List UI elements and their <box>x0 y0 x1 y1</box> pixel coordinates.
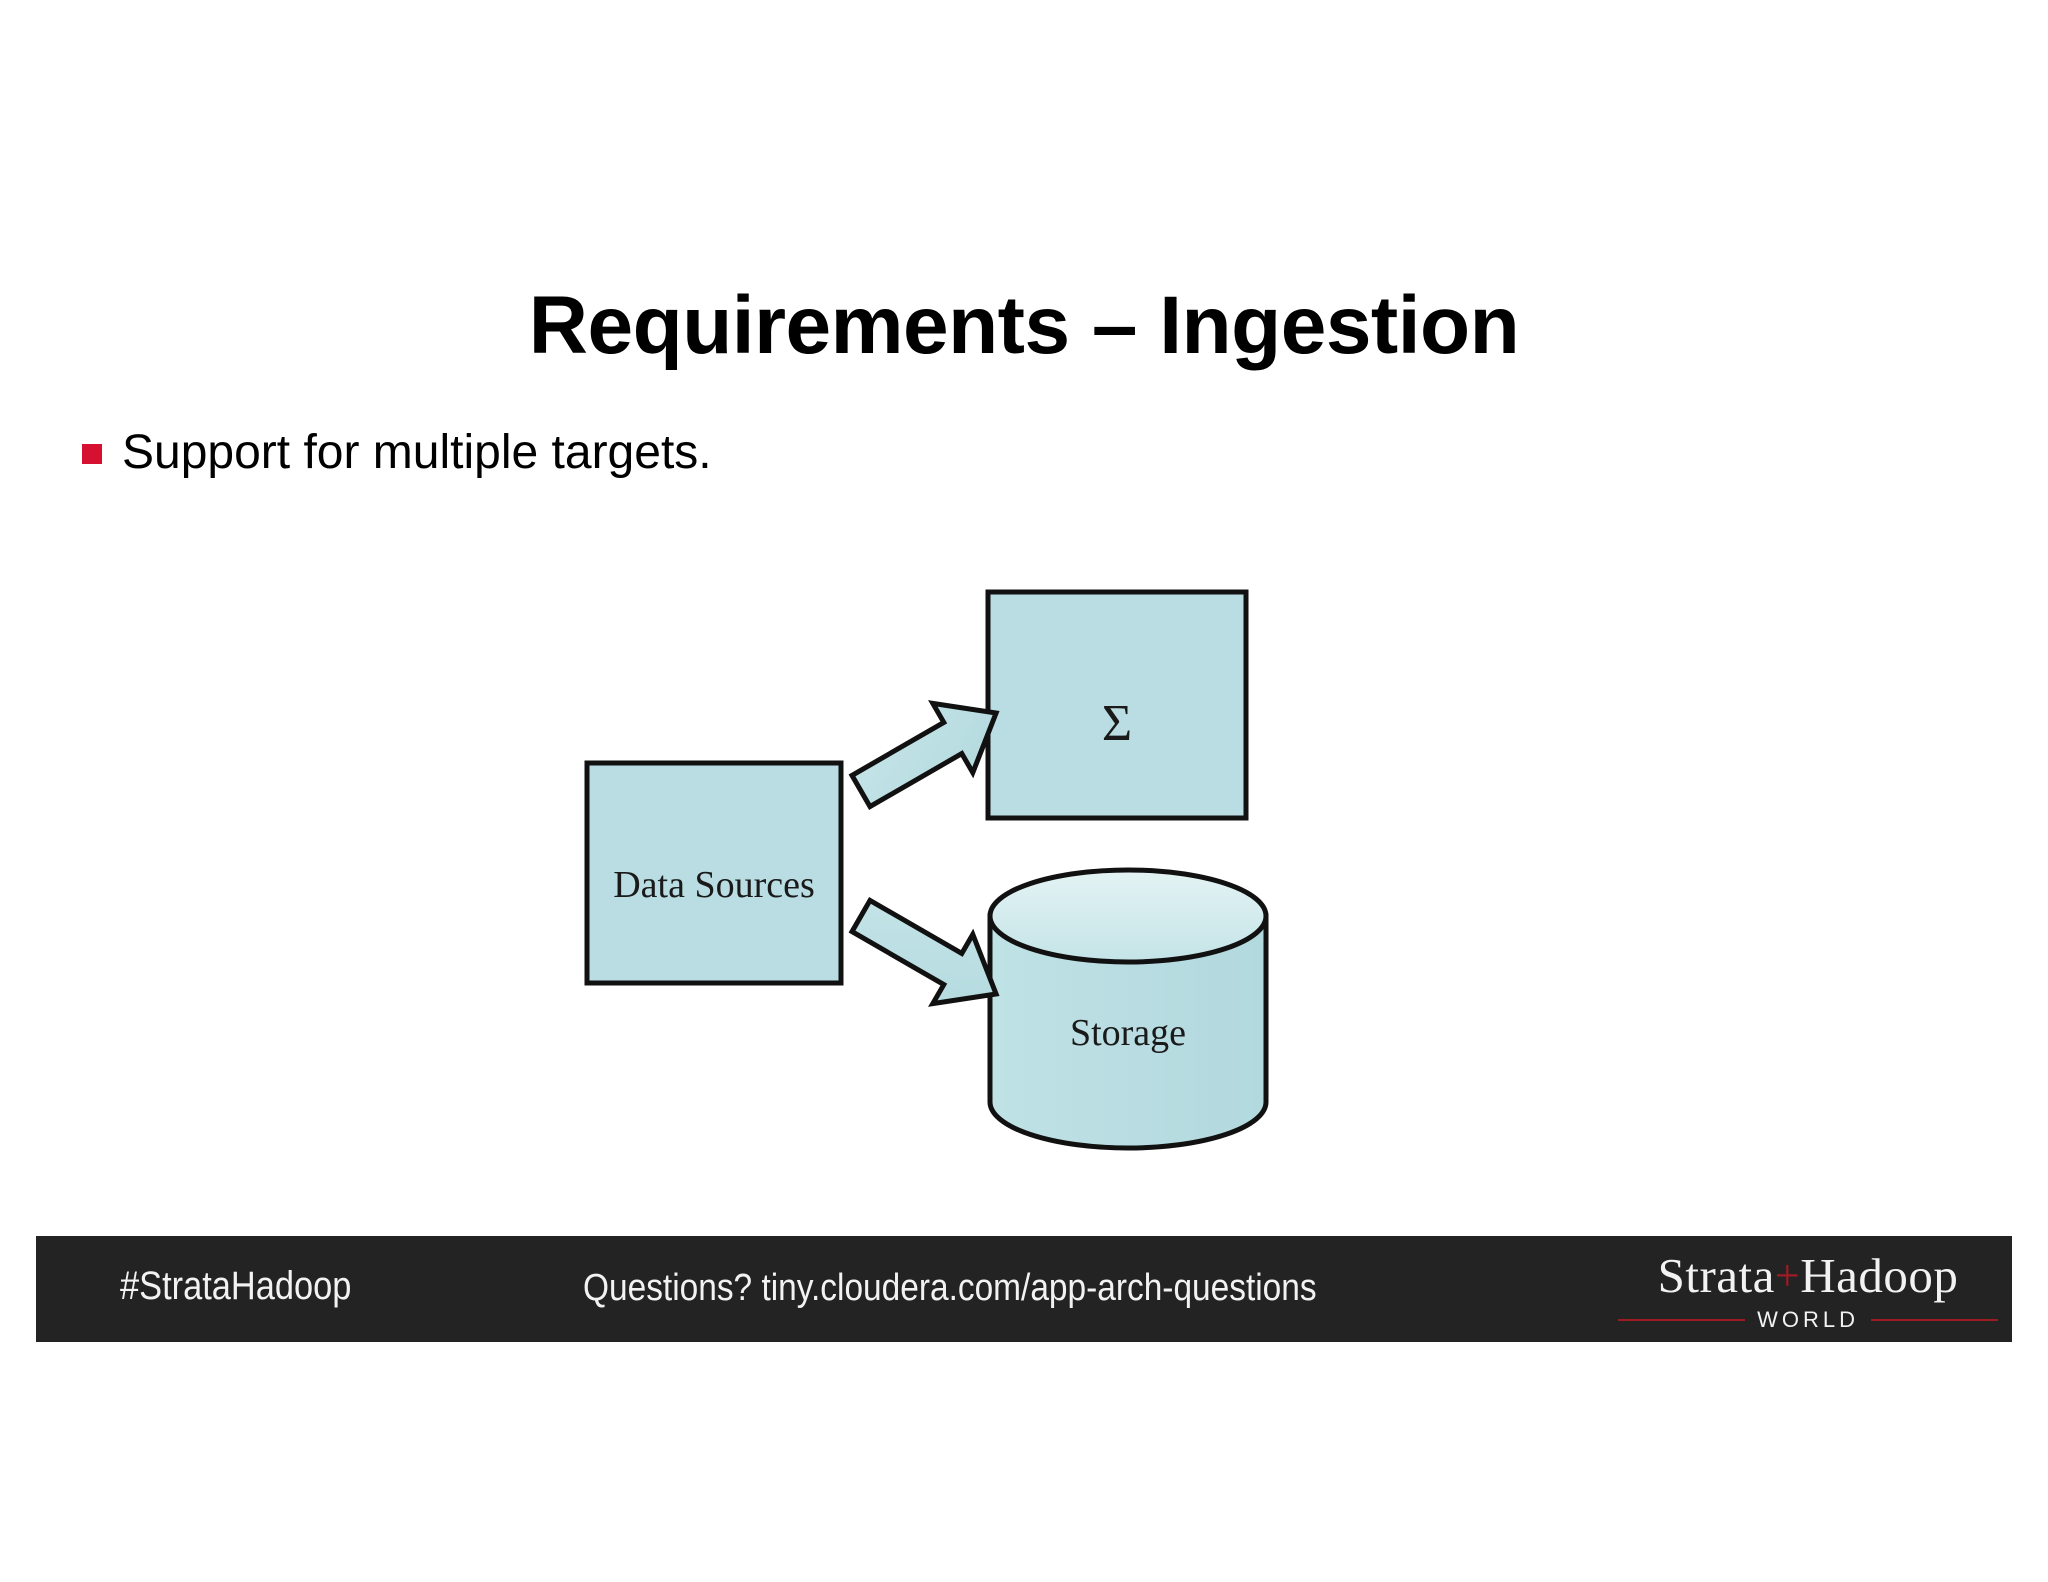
node-storage: Storage <box>987 867 1269 1151</box>
footer-questions-link[interactable]: Questions? tiny.cloudera.com/app-arch-qu… <box>583 1267 1317 1309</box>
edge-sources-to-storage <box>848 896 1000 1007</box>
logo-brand-right: Hadoop <box>1800 1248 1959 1303</box>
node-data-sources-rect <box>584 760 844 986</box>
strata-hadoop-world-logo: Strata+Hadoop WORLD <box>1618 1249 1999 1335</box>
node-storage-label: Storage <box>1070 1012 1186 1054</box>
logo-subtitle: WORLD <box>1757 1307 1859 1332</box>
logo-brand-left: Strata <box>1657 1248 1775 1303</box>
node-compute-label: Σ <box>1102 695 1132 752</box>
bullet-list-item: Support for multiple targets. <box>82 424 712 482</box>
edge-sources-to-storage-shape <box>848 896 1000 1007</box>
page-title: Requirements – Ingestion <box>528 280 1520 371</box>
node-storage-body <box>987 913 1269 1151</box>
footer-bar <box>36 1236 2012 1342</box>
logo-subtitle-row: WORLD <box>1618 1307 1999 1333</box>
bullet-text: Support for multiple targets. <box>122 426 712 479</box>
edge-sources-to-compute <box>848 700 1000 811</box>
node-storage-top <box>987 867 1269 965</box>
logo-plus-icon: + <box>1774 1251 1801 1300</box>
footer-hashtag: #StrataHadoop <box>120 1264 352 1308</box>
logo-wordmark: Strata+Hadoop <box>1618 1249 1998 1303</box>
edge-sources-to-compute-shape <box>848 700 1000 811</box>
logo-rule-left <box>1618 1319 1746 1321</box>
node-data-sources-label: Data Sources <box>613 864 815 906</box>
node-compute: Σ <box>985 589 1249 821</box>
node-data-sources: Data Sources <box>584 760 844 986</box>
node-compute-rect <box>985 589 1249 821</box>
logo-rule-right <box>1870 1319 1999 1321</box>
square-bullet-icon <box>82 444 102 464</box>
